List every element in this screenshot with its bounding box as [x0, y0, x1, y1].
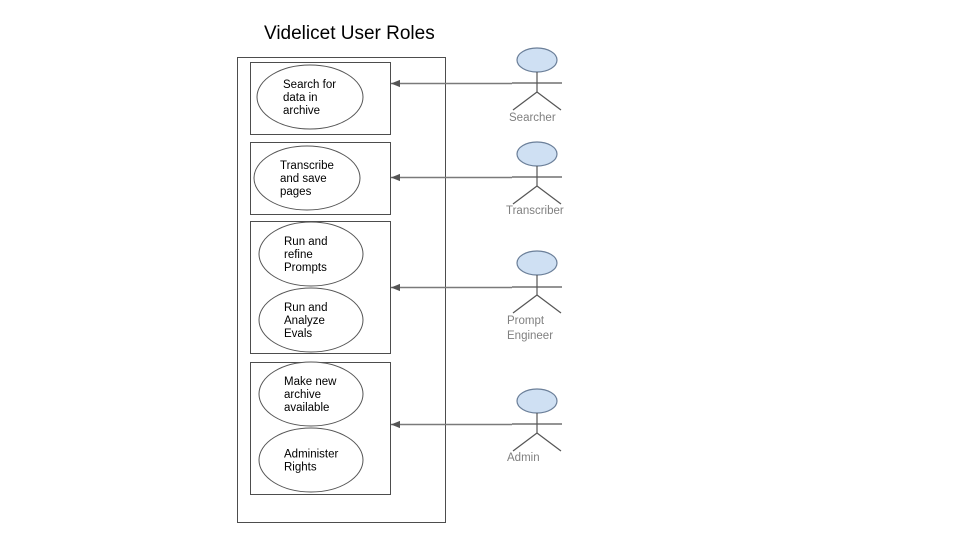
actor-transcriber-leg-right: [536, 185, 562, 205]
uc-make-archive-available-ellipse[interactable]: [258, 361, 364, 427]
system-boundary: [237, 57, 446, 523]
uc-run-refine-prompts-label-line-0: Run and: [284, 236, 327, 248]
assoc-admin-admin-arrowhead: [391, 420, 400, 429]
assoc-admin-admin: [391, 420, 512, 429]
actor-transcriber-head-icon: [516, 141, 558, 167]
actor-transcriber-leg-left: [512, 185, 538, 205]
uc-administer-rights-label-line-0: Administer: [284, 449, 338, 461]
actor-searcher-leg-left: [512, 91, 538, 111]
uc-run-refine-prompts-ellipse[interactable]: [258, 221, 364, 287]
uc-run-refine-prompts-label-line-1: refine: [284, 249, 313, 261]
uc-administer-rights-label-line-1: Rights: [284, 462, 317, 474]
actor-transcriber[interactable]: Transcriber: [506, 141, 564, 217]
uc-run-analyze-evals-ellipse[interactable]: [258, 287, 364, 353]
actor-prompt-engineer-leg-left: [512, 294, 538, 314]
actor-admin[interactable]: Admin: [507, 388, 562, 464]
actor-prompt-engineer-head-icon: [516, 250, 558, 276]
page-title: Videlicet User Roles: [264, 23, 435, 44]
assoc-transcriber-transcribe-arrowhead: [391, 173, 400, 182]
uc-transcribe-label-line-1: and save: [280, 173, 327, 185]
actor-prompt-engineer-label-line-1: Engineer: [507, 330, 553, 342]
assoc-transcriber-transcribe: [391, 173, 512, 182]
actor-searcher[interactable]: Searcher: [509, 47, 562, 124]
actor-searcher-head-icon: [516, 47, 558, 73]
actor-admin-head-icon: [516, 388, 558, 414]
actor-prompt-engineer-leg-right: [536, 294, 562, 314]
uc-run-refine-prompts-label-line-2: Prompts: [284, 262, 327, 274]
system-boundary-layer: [237, 57, 446, 523]
group-search-box: [250, 62, 391, 135]
uc-transcribe-label-line-2: pages: [280, 186, 312, 198]
uc-search-label-line-0: Search for: [283, 79, 336, 91]
group-transcribe-box: [250, 142, 391, 215]
actor-prompt-engineer-label-line-0: Prompt: [507, 315, 545, 327]
actor-transcriber-label-line-0: Transcriber: [506, 205, 564, 217]
uc-search-label-line-2: archive: [283, 105, 320, 117]
group-prompt-box: [250, 221, 391, 354]
uc-make-archive-available-label-line-2: available: [284, 402, 329, 414]
actor-admin-leg-left: [512, 432, 538, 452]
associations-layer: [391, 79, 512, 429]
assoc-prompt-engineer-prompts-arrowhead: [391, 283, 400, 292]
uc-transcribe-label-line-0: Transcribe: [280, 160, 334, 172]
uc-run-analyze-evals-label-line-1: Analyze: [284, 315, 325, 327]
assoc-prompt-engineer-prompts: [391, 283, 512, 292]
uc-search-label-line-1: data in: [283, 92, 318, 104]
uc-make-archive-available-label-line-1: archive: [284, 389, 321, 401]
uc-run-analyze-evals-label-line-2: Evals: [284, 328, 312, 340]
actor-admin-leg-right: [536, 432, 562, 452]
uc-transcribe-ellipse[interactable]: [253, 145, 361, 211]
assoc-searcher-search: [391, 79, 512, 88]
assoc-searcher-search-arrowhead: [391, 79, 400, 88]
actor-searcher-label-line-0: Searcher: [509, 112, 556, 124]
uc-administer-rights-ellipse[interactable]: [258, 427, 364, 493]
actor-searcher-leg-right: [536, 91, 562, 111]
uc-search-ellipse[interactable]: [256, 64, 364, 130]
actor-admin-label-line-0: Admin: [507, 452, 540, 464]
uc-make-archive-available-label-line-0: Make new: [284, 376, 337, 388]
uc-run-analyze-evals-label-line-0: Run and: [284, 302, 327, 314]
